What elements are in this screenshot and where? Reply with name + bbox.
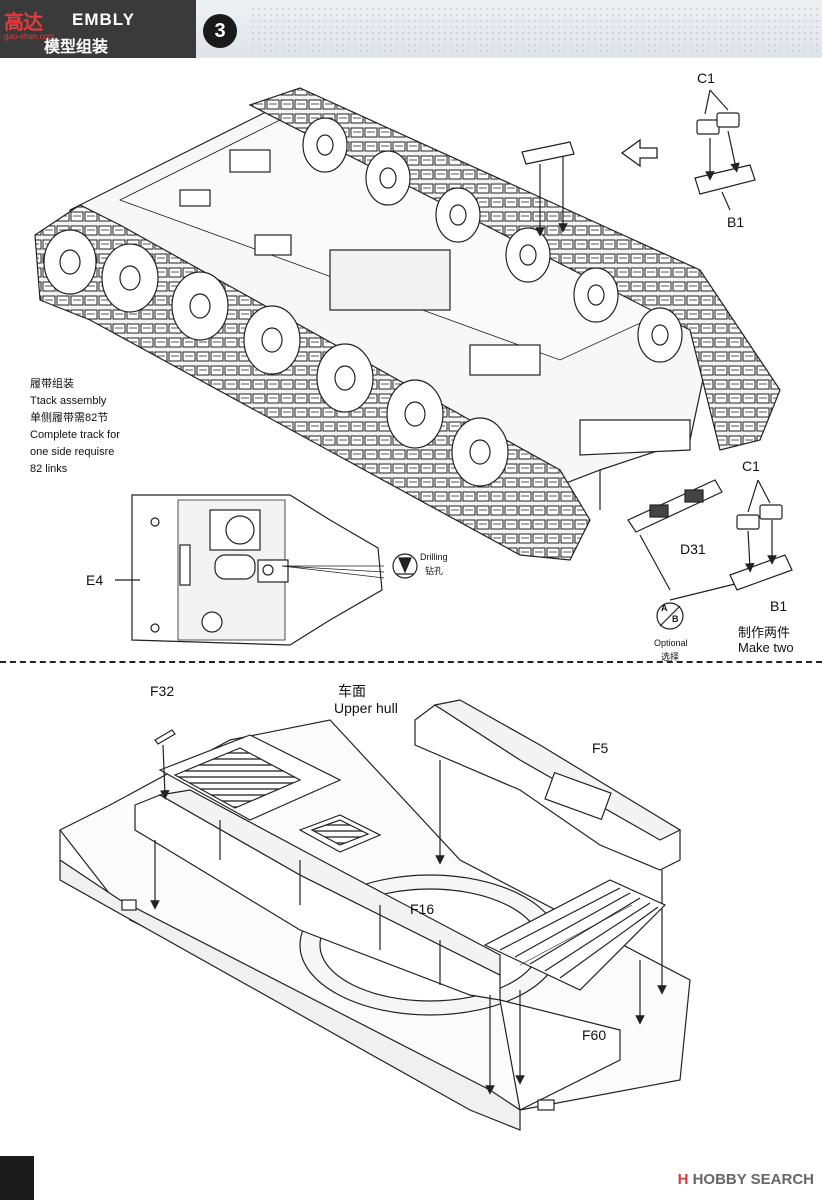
- section-title-en: EMBLY: [72, 10, 135, 29]
- make-two-cn: 制作两件: [738, 625, 791, 640]
- watermark-icon: H: [677, 1171, 689, 1188]
- d31-c1-b1-assembly: [599, 470, 793, 601]
- optional-icon: [656, 602, 684, 630]
- part-label-f60: F60: [582, 1027, 607, 1043]
- part-label-c1-top: C1: [697, 70, 715, 86]
- part-label-f5: F5: [592, 740, 609, 756]
- site-logo-url: gao-shan.com: [4, 32, 55, 41]
- e4-plate: [115, 494, 385, 646]
- track-note-line4: Complete track for: [30, 429, 120, 441]
- track-note-line2: Ttack assembly: [30, 395, 107, 407]
- f32-part: [154, 729, 176, 800]
- part-label-e4: E4: [86, 572, 104, 588]
- f5-fender: [414, 699, 682, 995]
- watermark: H HOBBY SEARCH: [678, 1171, 814, 1188]
- track-note-line1: 履带组装: [30, 378, 74, 390]
- track-note-line3: 单侧履带需82节: [30, 412, 109, 424]
- upper-hull-label-cn: 车面: [338, 683, 366, 699]
- f16-fender: [134, 789, 525, 1095]
- header-pattern: [250, 6, 822, 52]
- section-title-cn: 模型组装: [44, 39, 109, 56]
- site-logo: 高达: [4, 12, 43, 34]
- track-note-line5: one side requisre: [30, 446, 115, 458]
- optional-icon-a: A: [661, 603, 668, 613]
- page-edge-tab: [0, 1156, 34, 1200]
- part-label-d31: D31: [680, 541, 706, 557]
- part-label-f16: F16: [410, 901, 435, 917]
- optional-label-en: Optional: [654, 638, 688, 648]
- track-note: 履带组装 Ttack assembly 单侧履带需82节 Complete tr…: [30, 376, 120, 478]
- part-label-b1-top: B1: [727, 214, 745, 230]
- section-divider: [0, 661, 822, 663]
- optional-icon-b: B: [672, 614, 679, 624]
- watermark-text: HOBBY SEARCH: [692, 1171, 814, 1188]
- part-label-c1-bottom: C1: [742, 458, 760, 474]
- part-label-b1-bottom: B1: [770, 598, 788, 614]
- track-note-line6: 82 links: [30, 463, 68, 475]
- drilling-label-cn: 钻孔: [425, 566, 444, 576]
- tank-chassis: [34, 87, 781, 561]
- part-label-f32: F32: [150, 683, 175, 699]
- drill-icon: [392, 553, 418, 579]
- upper-hull-label-en: Upper hull: [334, 700, 398, 716]
- optional-label-cn: 选择: [661, 652, 680, 662]
- step-number-badge: 3: [203, 14, 237, 48]
- f60-grille: [483, 879, 667, 1025]
- title-box: [0, 0, 196, 58]
- make-two-en: Make two: [738, 640, 794, 655]
- drilling-label-en: Drilling: [420, 552, 448, 562]
- c1-b1-top-assembly: [521, 89, 756, 237]
